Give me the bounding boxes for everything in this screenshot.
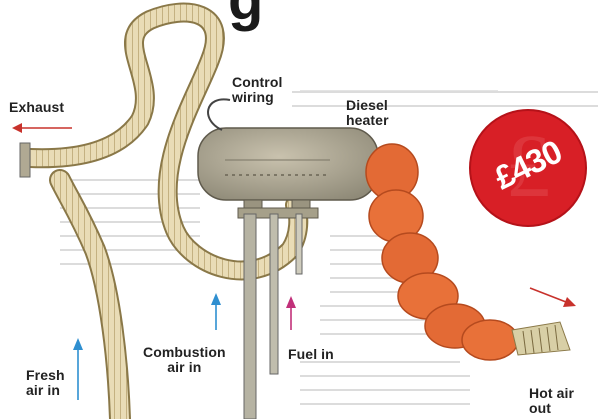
- fresh-air-arrow: [73, 338, 83, 400]
- fuel-in-arrow: [286, 296, 296, 330]
- hot-air-out-arrow: [530, 288, 576, 307]
- label-fuel-in: Fuel in: [288, 347, 334, 362]
- exhaust-arrow: [12, 123, 72, 133]
- label-exhaust: Exhaust: [9, 100, 64, 115]
- label-fresh-air-in: Fresh air in: [26, 368, 65, 398]
- label-hot-air-out: Hot air out: [529, 386, 574, 416]
- label-diesel-heater: Diesel heater: [346, 98, 389, 128]
- control-wire: [208, 99, 230, 130]
- combustion-air-arrow: [211, 293, 221, 330]
- label-control-wiring: Control wiring: [232, 75, 282, 105]
- exhaust-flange: [20, 143, 30, 177]
- label-combustion-air-in: Combustion air in: [143, 345, 226, 375]
